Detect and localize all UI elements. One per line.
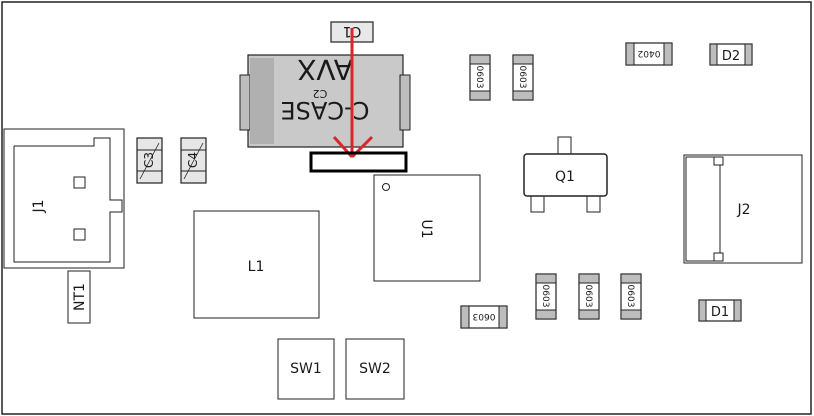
component-c4: C4	[180, 137, 207, 184]
component-j1: J1	[3, 128, 125, 269]
q1-label: Q1	[555, 169, 575, 185]
resistor-bottom-1: 0603	[535, 273, 557, 320]
component-c3: C3	[136, 137, 163, 184]
resistor-top-2-label: 0603	[517, 66, 527, 89]
component-c2: C-CASE C2 AVX	[239, 53, 411, 148]
c2-label: C2	[313, 87, 328, 100]
resistor-top-right: 0402	[625, 42, 673, 66]
d2-label: D2	[722, 49, 740, 64]
resistor-bottom-3: 0603	[620, 273, 642, 320]
highlight-box	[309, 151, 408, 173]
nt1-label: NT1	[72, 283, 88, 311]
j1-label: J1	[31, 199, 47, 213]
resistor-bottom-left-label: 0603	[473, 311, 496, 321]
component-l1: L1	[193, 210, 320, 319]
c4-label: C4	[186, 152, 200, 168]
component-u1: U1	[373, 174, 481, 282]
l1-label: L1	[248, 259, 265, 275]
c2-brand-label: AVX	[297, 53, 353, 86]
component-q1: Q1	[523, 136, 608, 213]
c3-label: C3	[142, 152, 156, 168]
resistor-bottom-2-label: 0603	[583, 285, 593, 308]
sw1-label: SW1	[290, 361, 322, 377]
c2-case-label: C-CASE	[281, 96, 370, 124]
resistor-bottom-3-label: 0603	[625, 285, 635, 308]
component-sw2: SW2	[345, 338, 405, 400]
sw2-label: SW2	[359, 361, 391, 377]
component-j2: J2	[683, 154, 803, 264]
d1-label: D1	[711, 305, 729, 320]
resistor-bottom-left: 0603	[460, 305, 508, 329]
u1-label: U1	[418, 219, 434, 238]
resistor-top-right-label: 0402	[638, 48, 661, 58]
component-d2: D2	[709, 43, 753, 66]
resistor-top-1-label: 0603	[474, 66, 484, 89]
resistor-top-1: 0603	[469, 54, 491, 101]
resistor-top-2: 0603	[512, 54, 534, 101]
j2-label: J2	[736, 202, 750, 218]
component-nt1: NT1	[67, 270, 91, 324]
component-d1: D1	[698, 299, 742, 322]
resistor-bottom-1-label: 0603	[540, 285, 550, 308]
resistor-bottom-2: 0603	[578, 273, 600, 320]
component-sw1: SW1	[277, 338, 335, 400]
